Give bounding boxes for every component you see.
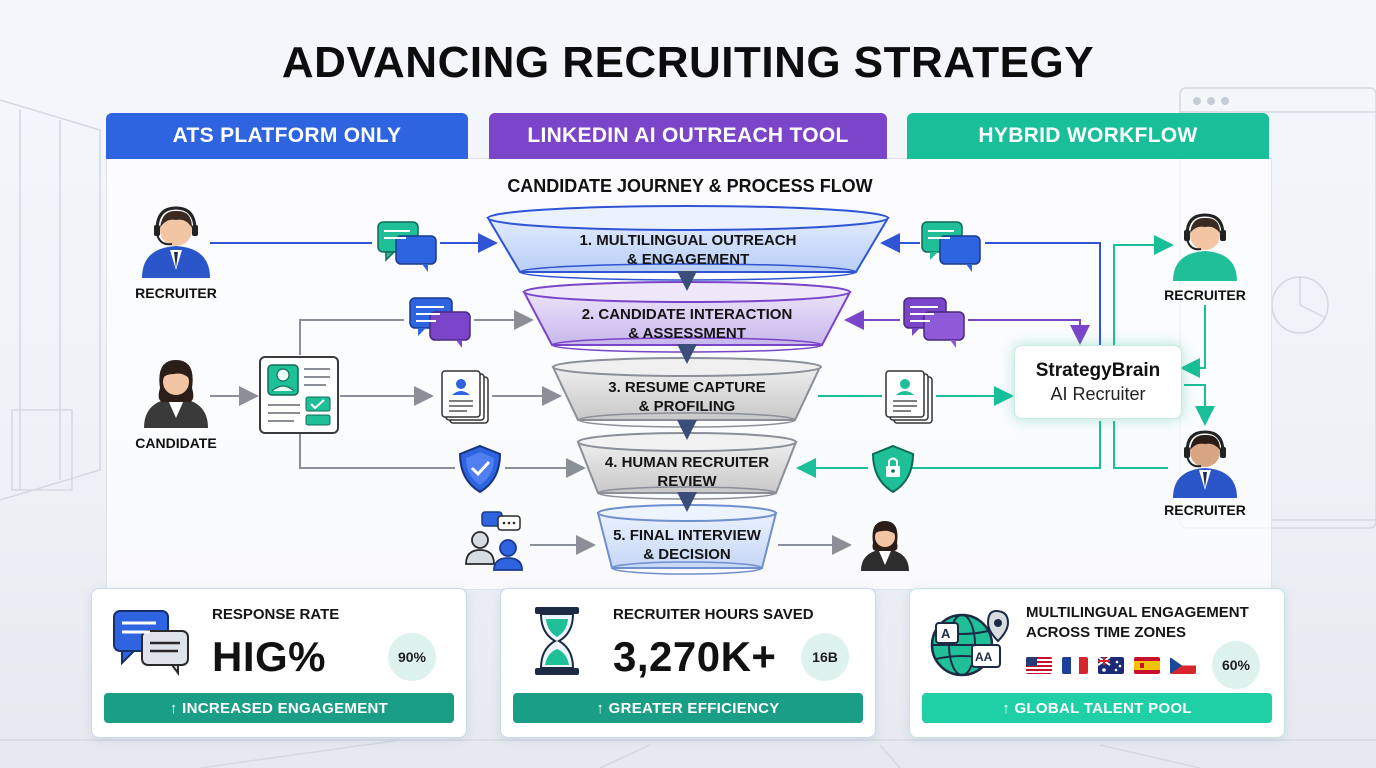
stage-1-line1: 1. MULTILINGUAL OUTREACH — [579, 232, 797, 249]
stage-1-label: 1. MULTILINGUAL OUTREACH & ENGAGEMENT — [528, 231, 848, 269]
candidate-profile-card-icon — [259, 356, 339, 434]
arrow-top-recruiter-to-ai — [1180, 305, 1206, 378]
page-title: ADVANCING RECRUITING STRATEGY — [281, 38, 1095, 87]
recruiter-hours-saved-label: RECRUITER HOURS SAVED — [613, 606, 814, 623]
svg-text:AA: AA — [975, 650, 993, 664]
shield-lock-icon — [871, 444, 915, 494]
globe-translate-icon: A AA — [930, 609, 1010, 677]
stage-3-line1: 3. RESUME CAPTURE — [608, 379, 766, 396]
chat-icon-purple-right — [903, 297, 965, 348]
ai-role: AI Recruiter — [1050, 384, 1146, 404]
arrow-ai-to-lock — [912, 421, 1101, 469]
response-rate-badge: 90% — [388, 633, 436, 681]
arrow-profile-up — [299, 319, 404, 355]
multilingual-label-line1: MULTILINGUAL ENGAGEMENT — [1026, 604, 1249, 621]
right-recruiter-top-label: RECRUITER — [1164, 287, 1246, 303]
stage-4-line1: 4. HUMAN RECRUITER — [604, 454, 770, 471]
funnel-stage-2 — [522, 281, 852, 353]
multilingual-badge: 60% — [1212, 641, 1260, 689]
flow-heading: CANDIDATE JOURNEY & PROCESS FLOW — [507, 176, 873, 196]
arrow-ai-to-chat-blue — [985, 242, 1101, 345]
arrow-ai-to-bottom-recruiter — [1184, 384, 1215, 426]
stage-4-label: 4. HUMAN RECRUITER REVIEW — [592, 453, 782, 491]
chat-icon-blue-right — [921, 221, 981, 272]
increased-engagement-banner: ↑ INCREASED ENGAGEMENT — [104, 693, 454, 723]
multilingual-label: MULTILINGUAL ENGAGEMENT ACROSS TIME ZONE… — [1026, 603, 1249, 643]
stage-1-line2: & ENGAGEMENT — [626, 251, 750, 268]
stage-2-line2: & ASSESSMENT — [628, 325, 746, 342]
arrow-purple-to-ai — [968, 319, 1090, 345]
recruiter-hours-saved-value: 3,270K+ — [613, 633, 777, 680]
funnel-stage-1 — [486, 205, 890, 281]
response-rate-value: HIG% — [212, 633, 327, 680]
stage-5-line1: 5. FINAL INTERVIEW — [613, 527, 761, 544]
metric-card-response-rate: RESPONSE RATE HIG% 90% ↑ INCREASED ENGAG… — [91, 588, 467, 738]
funnel-stage-5 — [596, 504, 778, 575]
australia-flag-icon — [1098, 657, 1124, 674]
arrow-ai-down — [1113, 421, 1168, 469]
stage-3-label: 3. RESUME CAPTURE & PROFILING — [577, 378, 797, 416]
funnel-stage-4 — [576, 432, 798, 500]
resume-document-icon-left — [441, 370, 489, 424]
tab-ats-platform-only[interactable]: ATS PLATFORM ONLY — [106, 113, 468, 159]
multilingual-label-line2: ACROSS TIME ZONES — [1026, 624, 1187, 641]
candidate-avatar-icon — [144, 360, 208, 428]
recruiter-hours-saved-badge: 16B — [801, 633, 849, 681]
chat-icon-blue — [377, 221, 437, 272]
right-recruiter-bottom-label: RECRUITER — [1164, 502, 1246, 518]
response-rate-label: RESPONSE RATE — [212, 606, 340, 623]
greater-efficiency-banner: ↑ GREATER EFFICIENCY — [513, 693, 863, 723]
team-discussion-icon — [465, 511, 523, 571]
global-talent-pool-banner: ↑ GLOBAL TALENT POOL — [922, 693, 1272, 723]
stage-3-line2: & PROFILING — [638, 398, 736, 415]
stage-2-line1: 2. CANDIDATE INTERACTION — [581, 306, 793, 323]
recruiter-headset-icon-left — [142, 206, 210, 278]
stage-5-line2: & DECISION — [643, 546, 731, 563]
czech-flag-icon — [1170, 657, 1196, 674]
tab-hybrid-workflow[interactable]: HYBRID WORKFLOW — [907, 113, 1269, 159]
stage-5-label: 5. FINAL INTERVIEW & DECISION — [602, 526, 772, 564]
arrow-ai-to-top-recruiter — [1113, 235, 1174, 345]
us-flag-icon — [1026, 657, 1052, 674]
metric-card-recruiter-hours-saved: RECRUITER HOURS SAVED 3,270K+ 16B ↑ GREA… — [500, 588, 876, 738]
funnel-stage-3 — [551, 357, 822, 428]
chat-bubbles-icon — [113, 610, 189, 676]
resume-document-icon-right — [885, 370, 933, 424]
strategybrain-ai-recruiter-box[interactable]: StrategyBrain AI Recruiter — [1014, 345, 1182, 419]
hired-candidate-icon — [861, 521, 909, 571]
svg-text:A: A — [941, 626, 951, 641]
shield-check-icon — [458, 444, 502, 494]
tab-linkedin-ai-outreach-tool[interactable]: LINKEDIN AI OUTREACH TOOL — [489, 113, 887, 159]
stage-4-line2: REVIEW — [657, 473, 717, 490]
stage-2-label: 2. CANDIDATE INTERACTION & ASSESSMENT — [547, 305, 827, 343]
recruiter-headset-icon-right-bottom — [1173, 430, 1237, 498]
left-recruiter-label: RECRUITER — [135, 285, 217, 301]
metric-card-multilingual-engagement: A AA MULTILINGUAL ENGAGEMENT ACROSS TIME… — [909, 588, 1285, 738]
recruiter-headset-icon-right-top — [1173, 213, 1237, 281]
candidate-label: CANDIDATE — [135, 435, 217, 451]
chat-icon-purple — [409, 297, 471, 348]
ai-name: StrategyBrain — [1035, 360, 1161, 381]
arrow-profile-down — [299, 432, 455, 469]
france-flag-icon — [1062, 657, 1088, 674]
hourglass-icon — [535, 607, 579, 675]
spain-flag-icon — [1134, 657, 1160, 674]
